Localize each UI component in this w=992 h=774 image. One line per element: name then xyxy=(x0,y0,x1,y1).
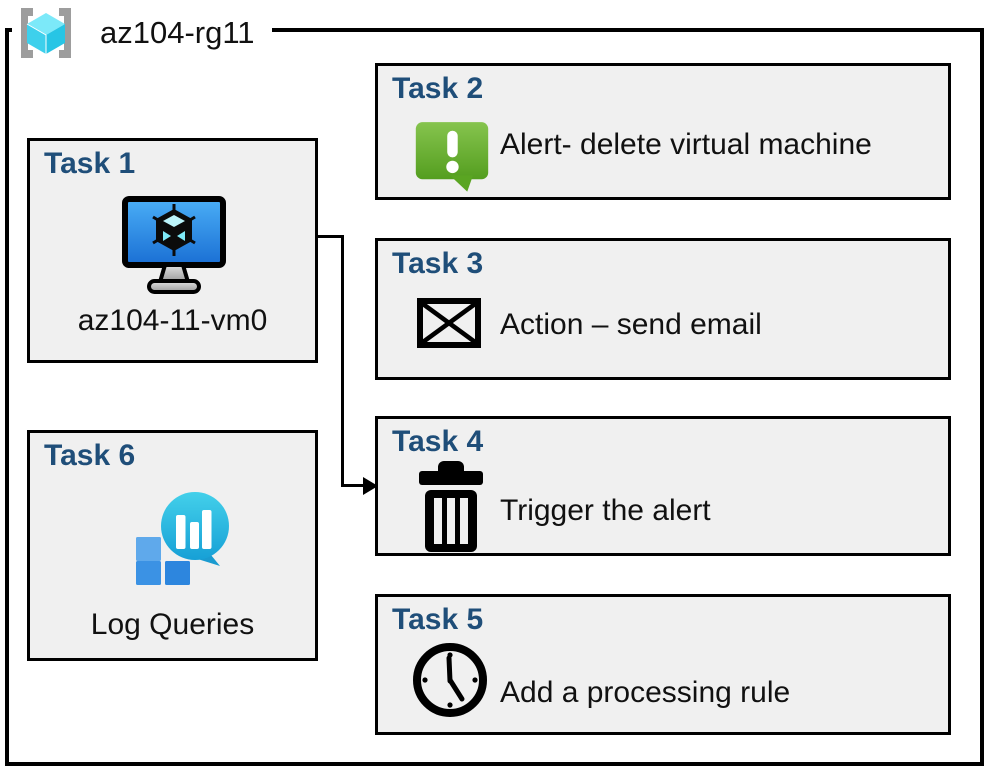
alert-message-icon xyxy=(415,122,489,192)
connector-arrowhead xyxy=(363,477,378,495)
virtual-machine-icon xyxy=(122,196,226,294)
log-queries-icon xyxy=(136,492,229,585)
task-1-title: Task 1 xyxy=(44,147,136,180)
task-4-title: Task 4 xyxy=(392,425,484,458)
task-1-box: Task 1 xyxy=(27,138,318,363)
trash-can-icon xyxy=(419,461,483,552)
email-envelope-icon xyxy=(417,298,481,348)
connector-segment-horizontal-2 xyxy=(341,484,367,487)
cube-glyph xyxy=(152,204,196,256)
frame-label-gap xyxy=(12,25,272,36)
task-3-label: Action – send email xyxy=(500,308,762,341)
task-4-label: Trigger the alert xyxy=(500,494,711,527)
task-1-label: az104-11-vm0 xyxy=(77,304,268,337)
task-5-box: Task 5 Add a processing rule xyxy=(375,594,951,735)
task-4-box: Task 4 Trigger the alert xyxy=(375,416,951,556)
task-3-box: Task 3 Action – send email xyxy=(375,238,951,380)
clock-icon xyxy=(413,643,487,717)
resource-group-icon xyxy=(21,8,71,58)
task-6-box: Task 6 Log Queries xyxy=(27,430,318,661)
resource-group-name: az104-rg11 xyxy=(100,15,255,50)
task-3-title: Task 3 xyxy=(392,247,484,280)
task-5-title: Task 5 xyxy=(392,603,484,636)
connector-segment-vertical xyxy=(341,235,344,487)
task-2-box: Task 2 Alert- delete virtual machine xyxy=(375,63,951,200)
task-2-label: Alert- delete virtual machine xyxy=(500,128,872,161)
task-6-label: Log Queries xyxy=(90,608,255,641)
task-2-title: Task 2 xyxy=(392,72,484,105)
task-5-label: Add a processing rule xyxy=(500,676,791,709)
task-6-title: Task 6 xyxy=(44,439,136,472)
